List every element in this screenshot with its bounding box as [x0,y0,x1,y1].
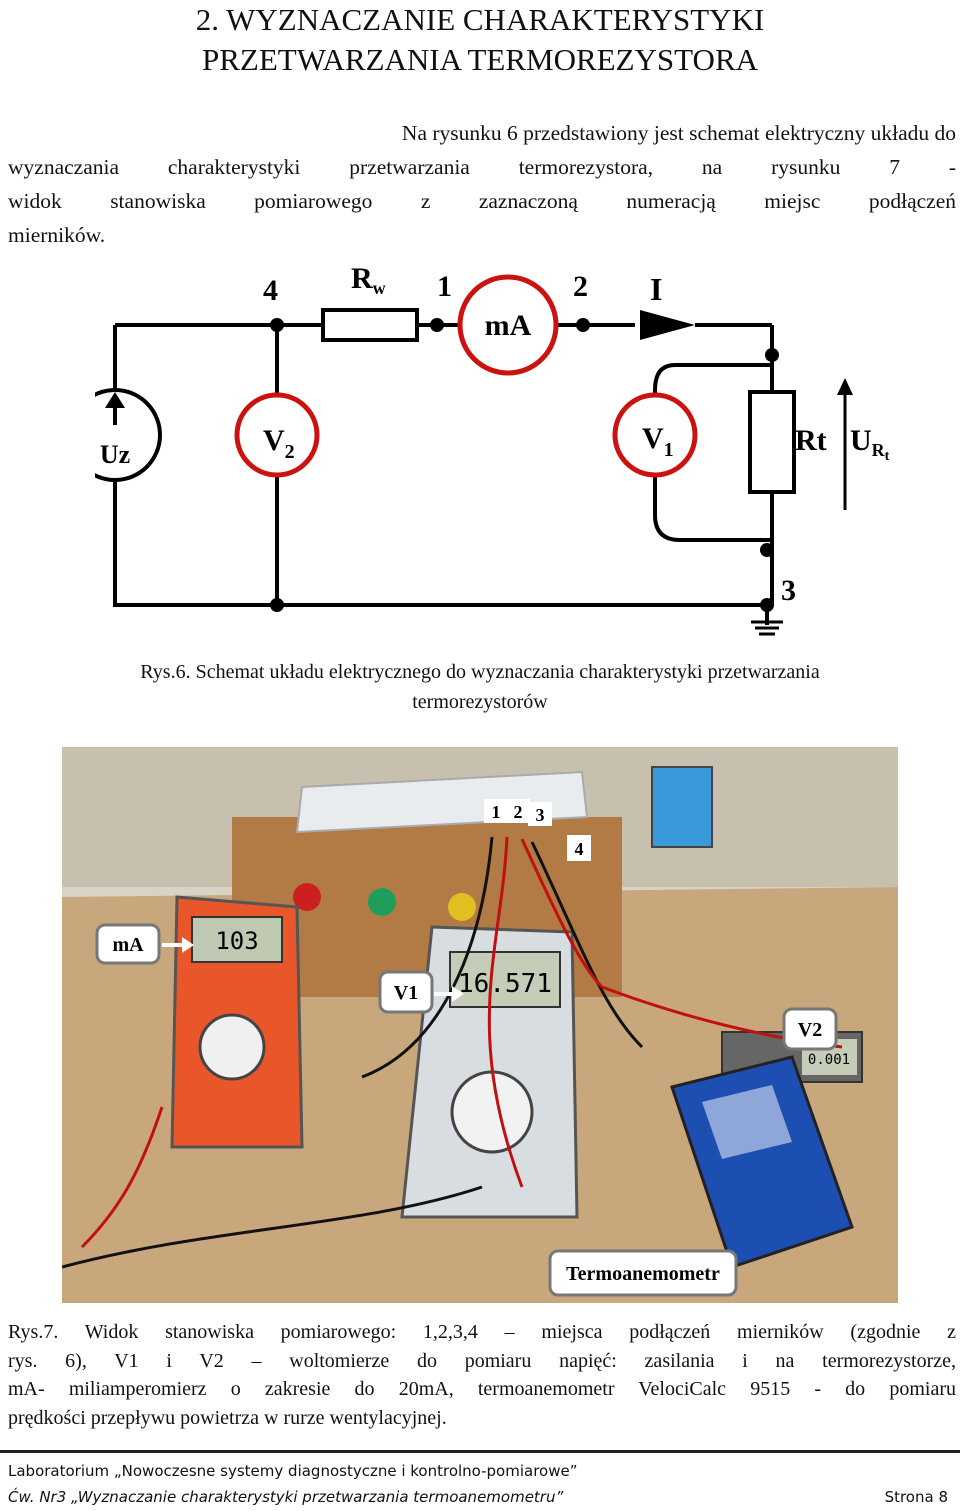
resistor-rt [748,390,796,494]
photo-label-3: 3 [536,805,545,825]
green-lamp [368,888,396,916]
orange-meter-display: 103 [215,927,258,955]
ground-symbol [751,620,783,636]
voltage-arrow-head-icon [837,378,853,395]
source-arrow-icon [105,392,125,408]
urt-label: URt [850,424,890,464]
yellow-lamp [448,893,476,921]
red-lamp [293,883,321,911]
intro-line-4: mierników. [8,223,106,247]
v1-label: V1 [642,422,674,461]
rt-label: Rt [795,424,827,457]
current-arrow [640,310,695,340]
figure-7-caption-line-1: Rys.7. Widok stanowiska pomiarowego: 1,2… [8,1321,956,1343]
voltmeter-v1-symbol [612,392,698,478]
footer-divider [0,1450,960,1453]
photo-label-1: 1 [492,802,501,822]
figure-7-caption: Rys.7. Widok stanowiska pomiarowego: 1,2… [8,1318,956,1432]
node-4-label: 4 [263,274,278,307]
grey-meter-display: 16.571 [458,969,552,999]
intro-line-1: Na rysunku 6 przedstawiony jest schemat … [401,121,956,145]
small-meter-display: 0.001 [808,1052,850,1068]
node-1-label: 1 [437,270,452,303]
current-label: I [650,271,662,307]
photo-label-ma: mA [112,934,144,956]
figure-6-caption: Rys.6. Schemat układu elektrycznego do w… [0,657,960,717]
figure-7-caption-line-2: rys. 6), V1 i V2 – woltomierze do pomiar… [8,1349,956,1372]
ma-label: mA [485,309,532,342]
intro-line-3: widok stanowiska pomiarowego z zaznaczon… [8,189,956,213]
rw-label: Rw [351,262,386,298]
photo-label-4: 4 [575,839,584,859]
circuit-wires [113,323,774,625]
source-label: Uz [100,440,130,469]
milliammeter-symbol [457,274,559,376]
circuit-nodes [270,318,779,612]
figure-6-caption-line-2: termorezystorów [412,691,548,713]
circuit-schematic: Rw mA I 4 1 2 3 Uz V2 V1 Rt URt [95,262,890,636]
photo-label-v1: V1 [394,982,418,1004]
title-line-1: 2. WYZNACZANIE CHARAKTERYSTYKI [195,2,765,37]
photo-label-2: 2 [514,802,523,822]
resistor-rw [321,308,419,342]
figure-6-caption-line-1: Rys.6. Schemat układu elektrycznego do w… [140,661,820,683]
title-line-2: PRZETWARZANIA TERMOREZYSTORA [201,42,759,77]
figure-7-caption-line-3: mA- miliamperomierz o zakresie do 20mA, … [8,1378,956,1400]
page-title: 2. WYZNACZANIE CHARAKTERYSTYKI PRZETWARZ… [0,0,960,80]
page-number: Strona 8 [884,1488,948,1506]
voltage-source-symbol [95,388,162,482]
lab-photo: 103 16.571 0.001 1 2 3 4 mA V1 V2 Termoa… [62,747,898,1303]
intro-paragraph: Na rysunku 6 przedstawiony jest schemat … [8,116,956,252]
intro-line-2: wyznaczania charakterystyki przetwarzani… [8,155,956,179]
footer-exercise-name: Ćw. Nr3 „Wyznaczanie charakterystyki prz… [8,1488,564,1506]
photo-label-v2: V2 [798,1019,822,1041]
voltmeter-v2-symbol [234,392,320,478]
v2-label: V2 [263,424,295,463]
figure-7-caption-line-4: prędkości przepływu powietrza w rurze we… [8,1406,447,1429]
node-2-label: 2 [573,270,588,303]
footer-lab-name: Laboratorium „Nowoczesne systemy diagnos… [8,1462,578,1480]
node-3-label: 3 [781,574,796,607]
photo-label-anemometer: Termoanemometr [566,1263,720,1285]
